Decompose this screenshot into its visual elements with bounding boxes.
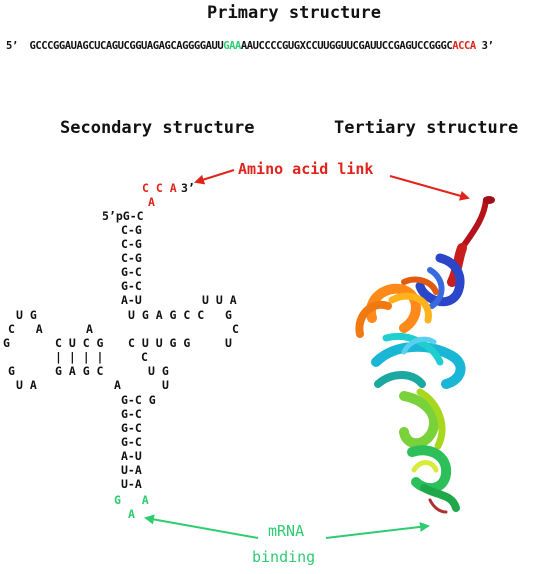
variable-c: C bbox=[141, 350, 148, 364]
acceptor-stem-1: C-G bbox=[121, 223, 142, 237]
anticodon-loop-a: A bbox=[128, 507, 135, 521]
cca-end: C C A bbox=[142, 181, 177, 195]
anticodon-stem-6: U-A bbox=[121, 477, 142, 491]
arrow-to-tertiary-anticodon bbox=[325, 521, 430, 539]
anticodon-stem-3: G-C bbox=[121, 435, 142, 449]
anticodon-stem-1: G-C bbox=[121, 407, 142, 421]
t-stem-cuugg: C U U G G bbox=[128, 336, 191, 350]
five-prime-label: 5’ bbox=[6, 40, 18, 52]
anticodon-stem-2: G-C bbox=[121, 421, 142, 435]
discriminator-base: A bbox=[148, 195, 155, 209]
acceptor-stem-2: C-G bbox=[121, 237, 142, 251]
acceptor-stem-3: C-G bbox=[121, 251, 142, 265]
t-arm-ugagcc: U G A G C C bbox=[128, 308, 205, 322]
d-loop-g2: G bbox=[8, 364, 15, 378]
d-loop-ca: C A bbox=[8, 322, 43, 336]
three-prime-label: 3’ bbox=[481, 40, 494, 52]
t-loop-u: U bbox=[225, 336, 232, 350]
mrna-label: mRNA bbox=[268, 522, 305, 540]
sequence-part-2: AAUCCCCGUGXCCUUGGUUCGAUUCCGAGUCCGGGC bbox=[240, 40, 453, 52]
secondary-structure-title: Secondary structure bbox=[60, 118, 255, 138]
sequence-part-1: GCCCGGAUAGCUCAGUCGGUAGAGCAGGGGAUU bbox=[29, 40, 224, 52]
anticodon-stem-4: A-U bbox=[121, 449, 142, 463]
d-loop-g: G bbox=[3, 336, 10, 350]
acceptor-stem-6: A-U bbox=[121, 293, 142, 307]
acceptor-stem-0: 5’pG-C bbox=[102, 209, 144, 223]
d-arm-ug: U G bbox=[16, 308, 37, 322]
arrow-to-secondary-cca bbox=[194, 169, 235, 185]
t-loop-c: C bbox=[232, 322, 239, 336]
primary-sequence: 5’ GCCCGGAUAGCUCAGUCGGUAGAGCAGGGGAUUGAAA… bbox=[6, 40, 494, 52]
anticodon-stem-0: G-C G bbox=[121, 393, 156, 407]
acceptor-sequence: ACCA bbox=[452, 40, 476, 52]
d-stem-cucg: C U C G bbox=[55, 336, 104, 350]
d-stem-bonds: | | | | bbox=[55, 350, 104, 364]
amino-acid-link-label: Amino acid link bbox=[238, 160, 374, 178]
anticodon-stem-5: U-A bbox=[121, 463, 142, 477]
three-prime-end: 3’ bbox=[181, 181, 195, 195]
variable-a: A bbox=[86, 322, 93, 336]
t-loop-top: U U A bbox=[202, 293, 237, 307]
acceptor-stem-5: G-C bbox=[121, 279, 142, 293]
t-loop-g: G bbox=[225, 308, 232, 322]
variable-ug: U G bbox=[148, 364, 169, 378]
arrow-to-secondary-anticodon bbox=[144, 514, 259, 539]
binding-label: binding bbox=[252, 548, 316, 566]
d-arm-ua: U A bbox=[16, 378, 37, 392]
junction-a: A bbox=[114, 378, 121, 392]
acceptor-stem-4: G-C bbox=[121, 265, 142, 279]
anticodon-sequence: GAA bbox=[223, 40, 241, 52]
arrow-to-tertiary-cca bbox=[389, 175, 470, 201]
d-stem-gagc: G A G C bbox=[55, 364, 104, 378]
primary-structure-title: Primary structure bbox=[207, 3, 381, 23]
anticodon-loop-ga: G A bbox=[114, 493, 149, 507]
junction-u: U bbox=[162, 378, 169, 392]
tertiary-structure-title: Tertiary structure bbox=[334, 118, 519, 138]
